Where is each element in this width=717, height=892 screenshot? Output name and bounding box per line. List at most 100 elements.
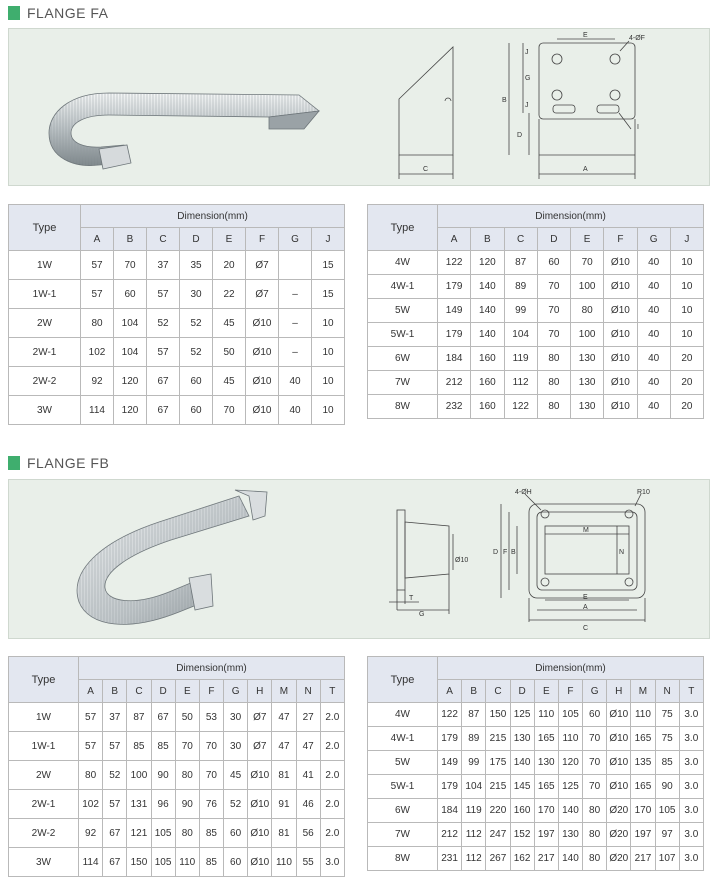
table-cell: 70 bbox=[174, 731, 200, 761]
table-cell: 102 bbox=[77, 789, 104, 819]
table-cell: 170 bbox=[533, 798, 559, 823]
table-cell: 197 bbox=[630, 822, 656, 847]
table-cell: 37 bbox=[146, 250, 180, 280]
section-marker bbox=[8, 456, 20, 470]
table-cell: 41 bbox=[295, 760, 321, 790]
table-cell: 60 bbox=[179, 395, 213, 425]
table-cell: 2.0 bbox=[319, 731, 345, 761]
table-cell: 10 bbox=[310, 395, 346, 425]
table-cell: 140 bbox=[557, 798, 584, 823]
table-cell: 220 bbox=[485, 798, 511, 823]
flange-fb-dimension-drawing: 4-ØH R10 M N D F B E A C Ø10 T G bbox=[389, 489, 650, 632]
table-cell: 80 bbox=[536, 346, 572, 371]
column-header: F bbox=[557, 679, 584, 703]
column-header: A bbox=[436, 227, 472, 251]
table-cell: 67 bbox=[102, 847, 128, 877]
table-cell: 80 bbox=[174, 818, 200, 848]
label-f: F bbox=[503, 549, 507, 556]
table-cell: 67 bbox=[150, 702, 176, 732]
table-cell: 217 bbox=[630, 846, 656, 871]
table-cell: 149 bbox=[436, 298, 472, 323]
table-cell: 40 bbox=[636, 346, 671, 371]
column-header: N bbox=[654, 679, 680, 703]
table-cell: 57 bbox=[146, 337, 180, 367]
row-type: 8W bbox=[367, 394, 438, 419]
table-cell: 80 bbox=[582, 798, 608, 823]
dimension-header: Dimension(mm) bbox=[79, 204, 346, 228]
table-cell: 90 bbox=[150, 760, 176, 790]
column-header: E bbox=[212, 227, 246, 251]
front-view-outline bbox=[538, 42, 636, 120]
table-cell: 232 bbox=[436, 394, 472, 419]
table-cell: 57 bbox=[146, 279, 180, 309]
table-cell: 90 bbox=[654, 774, 680, 799]
table-cell: 52 bbox=[179, 337, 213, 367]
table-cell: 80 bbox=[569, 298, 605, 323]
row-type: 4W bbox=[367, 702, 438, 727]
table-cell: 125 bbox=[509, 702, 535, 727]
table-cell: 179 bbox=[436, 274, 472, 299]
column-header: B bbox=[470, 227, 505, 251]
row-type: 7W bbox=[367, 822, 438, 847]
column-header: E bbox=[569, 227, 605, 251]
row-type: 4W-1 bbox=[367, 726, 438, 751]
table-cell: Ø10 bbox=[606, 726, 632, 751]
table-cell: 110 bbox=[174, 847, 200, 877]
table-cell: 81 bbox=[271, 760, 297, 790]
table-cell: 150 bbox=[126, 847, 152, 877]
table-cell: 165 bbox=[533, 774, 559, 799]
table-cell: – bbox=[278, 308, 312, 338]
table-cell: 96 bbox=[150, 789, 176, 819]
table-cell: 119 bbox=[461, 798, 487, 823]
dimension-header: Dimension(mm) bbox=[437, 656, 704, 680]
table-cell: 2.0 bbox=[319, 818, 345, 848]
row-type: 2W bbox=[8, 308, 81, 338]
column-header: G bbox=[636, 227, 671, 251]
table-cell: 70 bbox=[582, 774, 608, 799]
table-cell: 85 bbox=[150, 731, 176, 761]
row-type: 1W bbox=[8, 702, 79, 732]
column-header: C bbox=[146, 227, 180, 251]
column-header: A bbox=[80, 227, 114, 251]
table-cell: 105 bbox=[654, 798, 680, 823]
table-cell: 165 bbox=[533, 726, 559, 751]
row-type: 8W bbox=[367, 846, 438, 871]
table-cell: 184 bbox=[436, 346, 472, 371]
table-cell: 55 bbox=[295, 847, 321, 877]
table-cell: 100 bbox=[569, 322, 605, 347]
table-cell: 60 bbox=[179, 366, 213, 396]
column-header: N bbox=[295, 679, 321, 703]
column-header: H bbox=[247, 679, 273, 703]
table-cell: 40 bbox=[636, 298, 671, 323]
row-type: 7W bbox=[367, 370, 438, 395]
table-cell: Ø10 bbox=[603, 322, 638, 347]
table-cell: 67 bbox=[146, 366, 180, 396]
side-view-body bbox=[404, 521, 450, 579]
table-cell: 140 bbox=[557, 846, 584, 871]
table-cell: 131 bbox=[126, 789, 152, 819]
label-h: 4-ØH bbox=[515, 489, 532, 496]
row-type: 3W bbox=[8, 847, 79, 877]
table-cell: 3.0 bbox=[678, 726, 704, 751]
table-cell: 114 bbox=[77, 847, 104, 877]
table-cell: 130 bbox=[533, 750, 559, 775]
table-cell: 45 bbox=[212, 308, 246, 338]
table-cell: Ø10 bbox=[245, 337, 279, 367]
column-header: C bbox=[126, 679, 152, 703]
table-cell: Ø20 bbox=[606, 798, 632, 823]
section-marker bbox=[8, 6, 20, 20]
column-header: D bbox=[150, 679, 176, 703]
table-cell: 70 bbox=[569, 250, 605, 275]
column-header: B bbox=[461, 679, 487, 703]
label-e: E bbox=[583, 594, 588, 601]
table-cell: 27 bbox=[295, 702, 321, 732]
label-b: B bbox=[502, 97, 507, 104]
table-cell: – bbox=[278, 279, 312, 309]
table-cell: 179 bbox=[436, 322, 472, 347]
table-cell: 122 bbox=[436, 702, 463, 727]
